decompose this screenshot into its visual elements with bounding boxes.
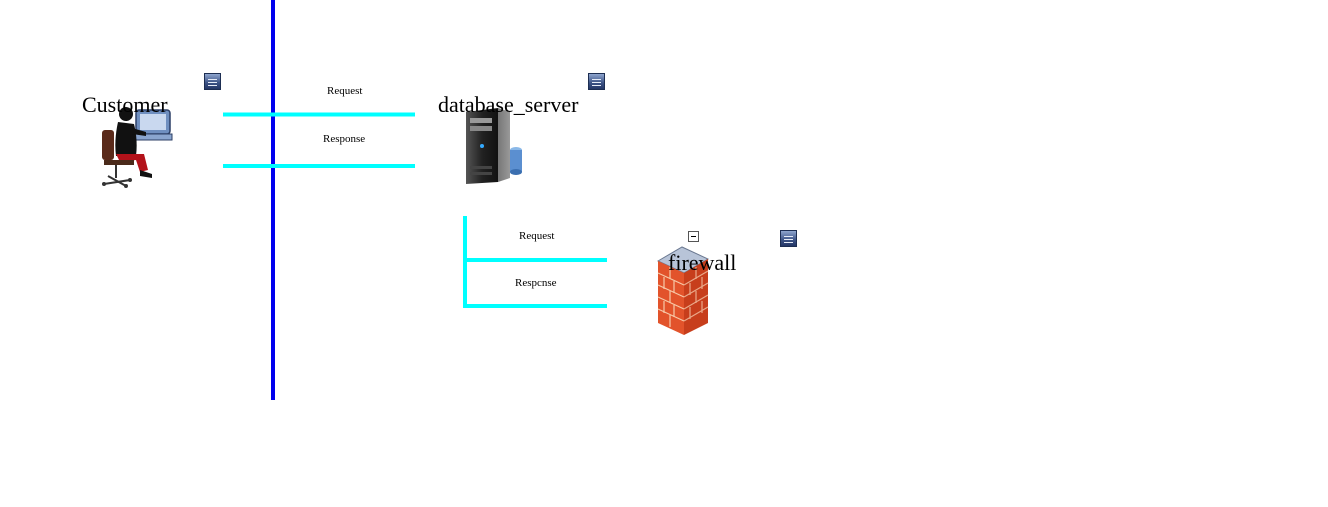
database-server-label: database_server xyxy=(438,92,579,117)
customer-node[interactable]: Customer xyxy=(80,92,180,192)
firewall-collapse-button[interactable] xyxy=(688,231,699,242)
edge-label-request: Request xyxy=(519,230,555,242)
customer-menu-button[interactable] xyxy=(204,73,221,90)
database-server-node[interactable]: database_server xyxy=(436,92,596,192)
edge-label-response: Respcnse xyxy=(515,277,557,289)
firewall-node[interactable]: firewall xyxy=(650,240,760,340)
firewall-menu-button[interactable] xyxy=(780,230,797,247)
edge-label-response: Response xyxy=(323,133,366,145)
edge-label-request: Request xyxy=(327,85,363,97)
firewall-label: firewall xyxy=(668,250,737,275)
customer-at-computer-icon xyxy=(102,107,173,188)
customer-label: Customer xyxy=(82,92,168,117)
brick-firewall-icon xyxy=(656,246,710,335)
database-server-menu-button[interactable] xyxy=(588,73,605,90)
server-tower-icon xyxy=(466,108,522,184)
